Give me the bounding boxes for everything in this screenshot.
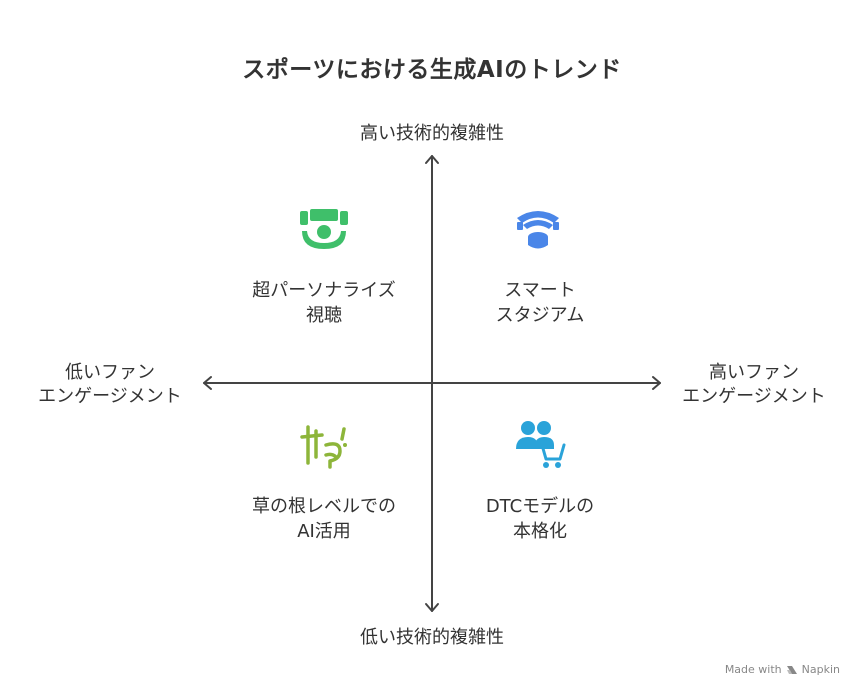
quadrant-bottom-left-label: 草の根レベルでの AI活用	[204, 494, 444, 544]
quadrant-top-right-line2: スタジアム	[495, 305, 585, 326]
quadrant-top-right-label: スマート スタジアム	[420, 278, 660, 328]
smart-stadium-icon	[517, 211, 559, 249]
axis-label-left: 低いファン エンゲージメント	[20, 361, 200, 409]
quadrant-bottom-right-line2: 本格化	[513, 521, 567, 542]
quadrant-top-left-label: 超パーソナライズ 視聴	[204, 278, 444, 328]
quadrant-top-right-line1: スマート	[504, 280, 576, 301]
horizontal-axis-arrow-right	[652, 376, 661, 390]
horizontal-axis-arrow-left	[203, 376, 212, 390]
stadium-view-icon	[300, 209, 348, 249]
grassroots-icon	[300, 425, 347, 469]
watermark: Made with Napkin	[725, 663, 840, 676]
napkin-logo-icon	[786, 665, 797, 674]
page-title: スポーツにおける生成AIのトレンド	[242, 57, 622, 83]
quadrant-top-left-line1: 超パーソナライズ	[252, 280, 396, 301]
vertical-axis-arrow-top	[425, 155, 439, 164]
axis-label-right-line2: エンゲージメント	[682, 386, 826, 407]
quadrant-bottom-left-line1: 草の根レベルでの	[252, 496, 396, 517]
quadrant-bottom-right-label: DTCモデルの 本格化	[420, 494, 660, 544]
quadrant-bottom-right-line1: DTCモデルの	[485, 496, 595, 517]
users-cart-icon	[516, 421, 566, 468]
watermark-brand: Napkin	[801, 663, 840, 676]
axis-label-top: 高い技術的複雑性	[360, 123, 504, 144]
axis-label-left-line1: 低いファン	[65, 362, 155, 383]
axis-label-bottom: 低い技術的複雑性	[360, 627, 504, 648]
vertical-axis-arrow-bottom	[425, 603, 439, 612]
quadrant-top-left-line2: 視聴	[306, 305, 342, 326]
axis-label-right: 高いファン エンゲージメント	[664, 361, 844, 409]
axis-label-right-line1: 高いファン	[709, 362, 799, 383]
quadrant-bottom-left-line2: AI活用	[297, 521, 351, 542]
watermark-prefix: Made with	[724, 663, 782, 676]
axis-label-left-line2: エンゲージメント	[38, 386, 182, 407]
